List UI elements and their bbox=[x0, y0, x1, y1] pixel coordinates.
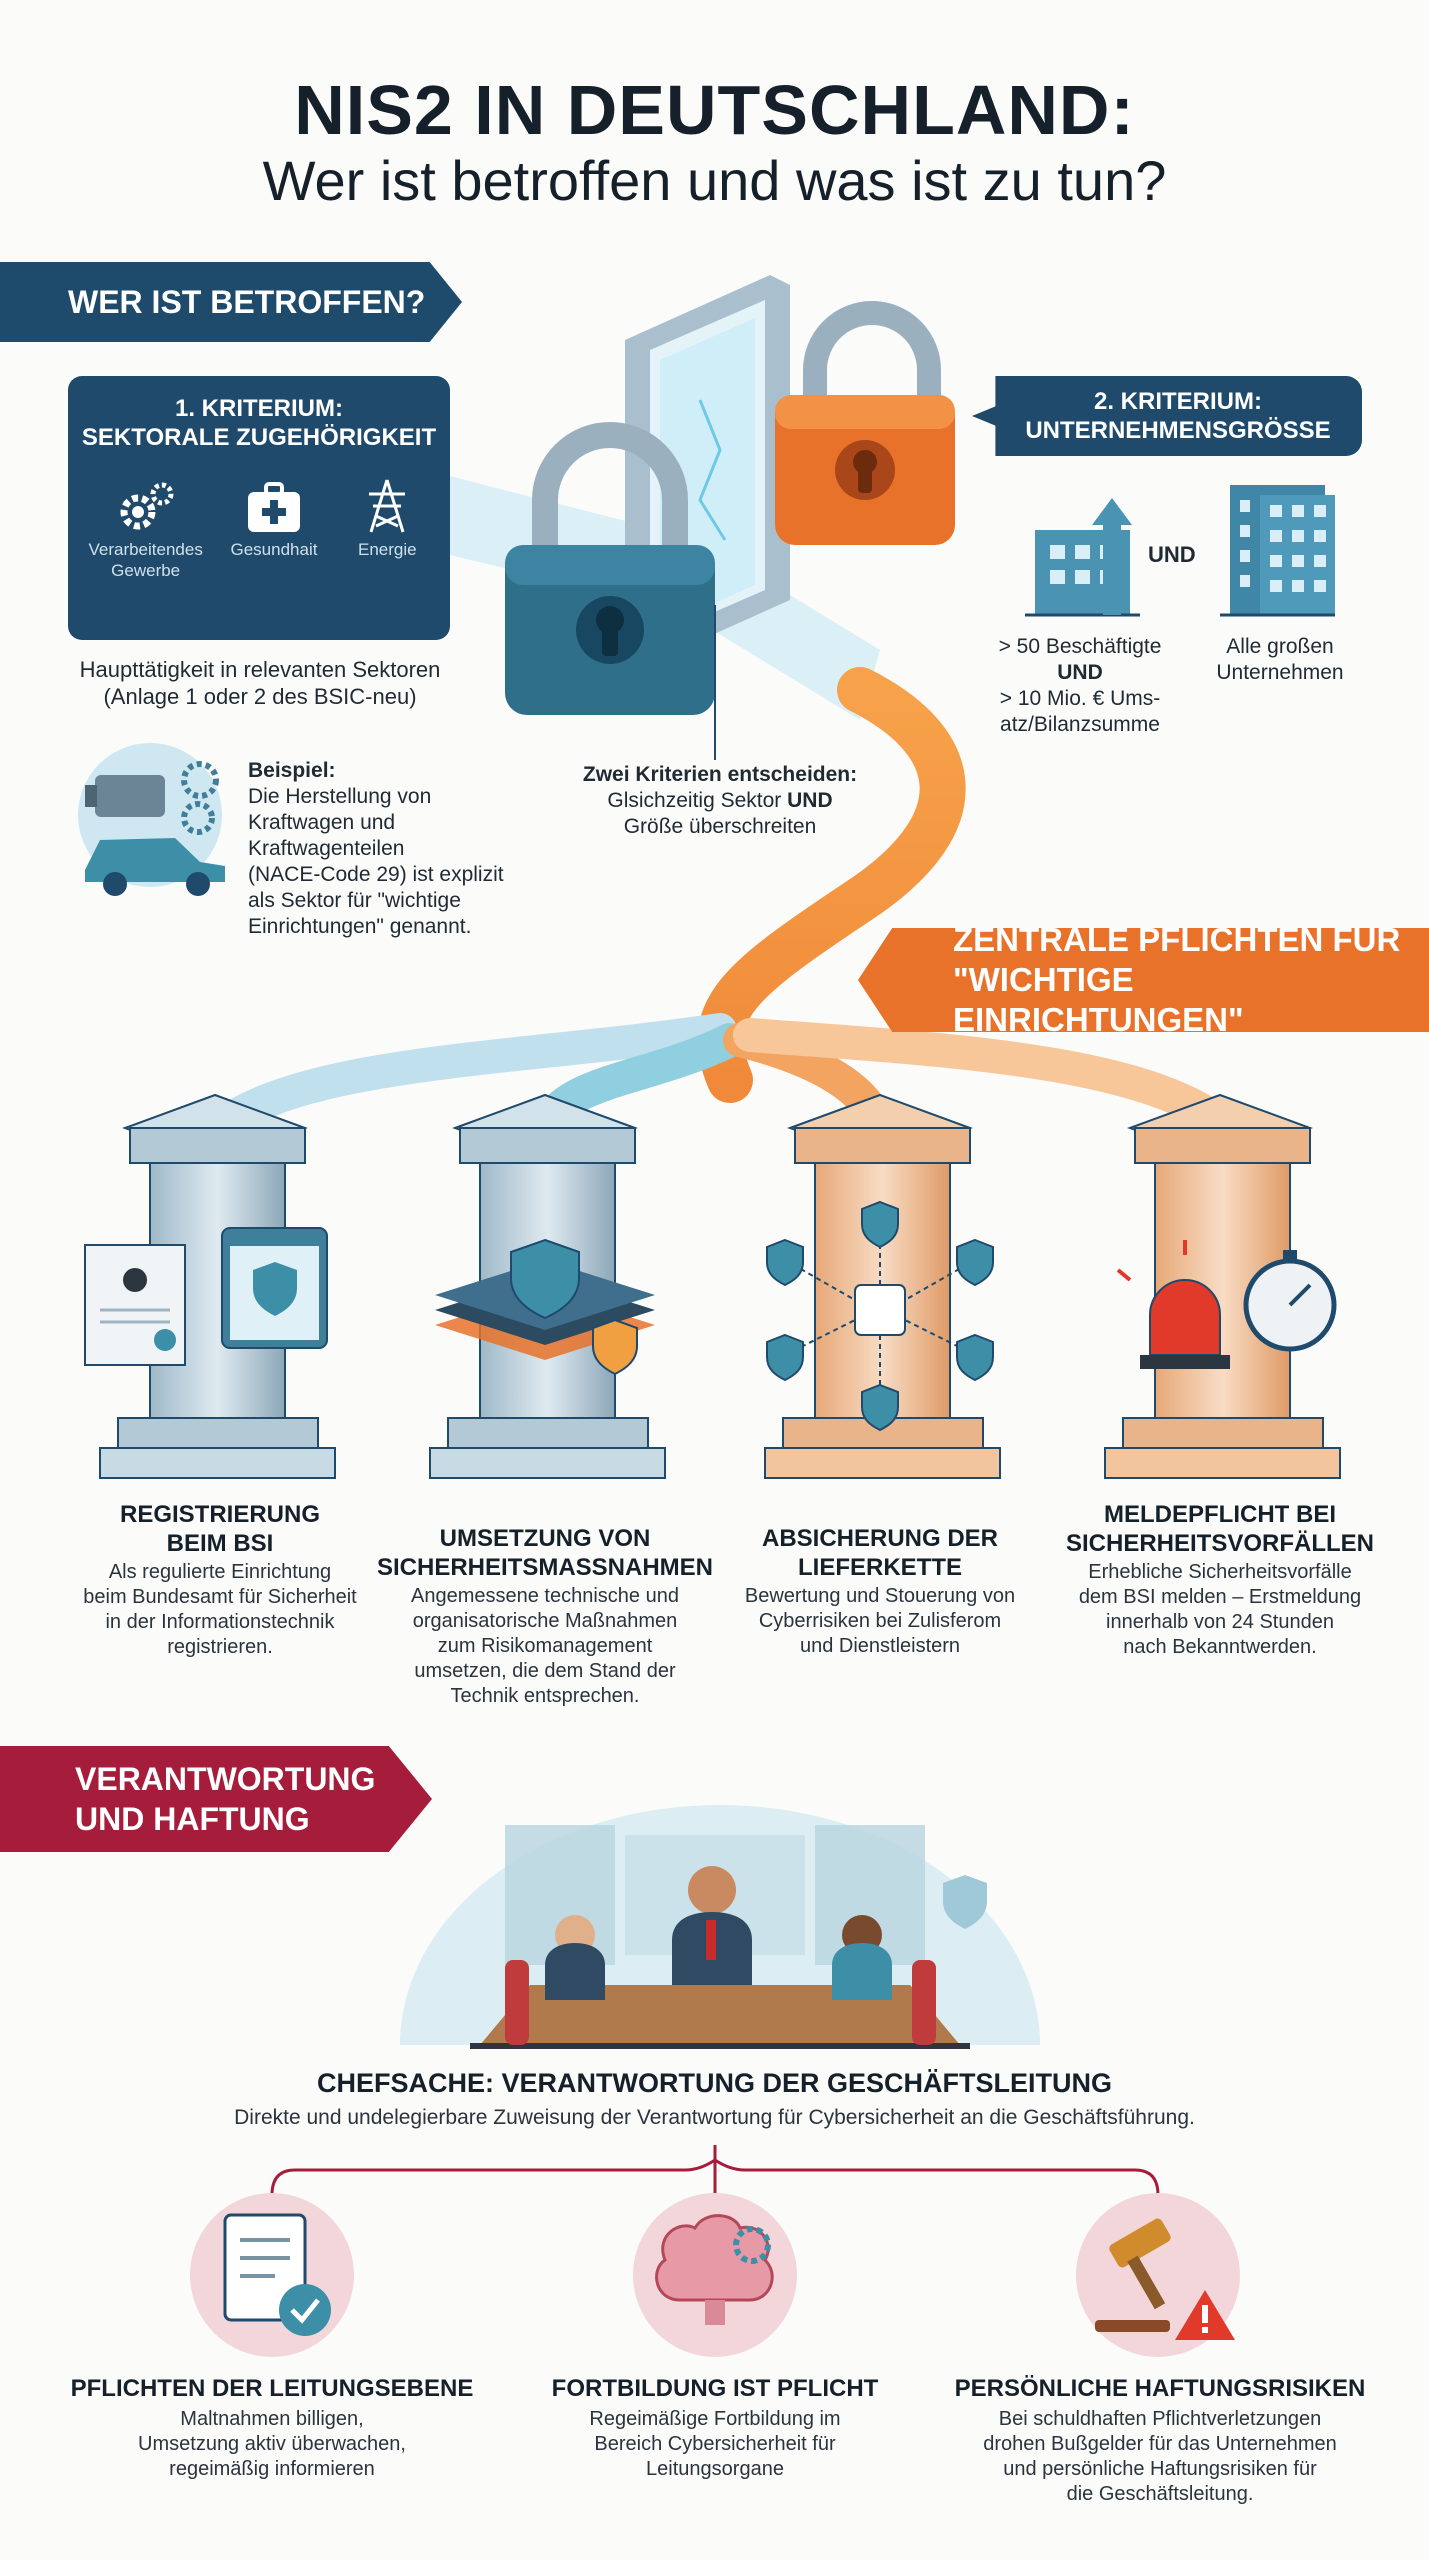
growth-arrow bbox=[1092, 498, 1132, 615]
pillar-security-measures: UMSETZUNG VON SICHERHEITSMASSNAHMEN Ange… bbox=[370, 1524, 720, 1709]
example-text: Beispiel: Die Herstellung von Kraftwagen… bbox=[248, 759, 504, 938]
branch-1 bbox=[198, 1013, 737, 1147]
pillar-desc: Erhebliche Sicherheitsvorfälle dem BSI m… bbox=[1078, 1561, 1362, 1658]
criterion-2-box: 2. KRITERIUM: UNTERNEHMENSGRÖSSE bbox=[972, 376, 1362, 456]
small-building bbox=[1025, 530, 1140, 617]
pillar-desc: Angemessene technische und organisatoris… bbox=[411, 1585, 679, 1707]
pillar-desc: Bewertung und Stouerung von Cyberrisiken… bbox=[744, 1585, 1016, 1657]
size-threshold-text: > 50 Beschäftigte UND > 10 Mio. € Ums- a… bbox=[998, 635, 1162, 736]
responsibility-connector bbox=[270, 2145, 1160, 2210]
pillar-title: UMSETZUNG VON SICHERHEITSMASSNAHMEN bbox=[376, 1525, 714, 1581]
branch-4 bbox=[733, 1018, 1247, 1147]
orange-padlock bbox=[775, 301, 955, 545]
power-tower-icon bbox=[369, 479, 406, 533]
pillar-title: REGISTRIERUNG BEIM BSI bbox=[119, 1501, 320, 1557]
criterion-2-title: 2. KRITERIUM: UNTERNEHMENSGRÖSSE bbox=[1025, 388, 1331, 444]
banner-zentrale-pflichten: ZENTRALE PFLICHTEN FÜR "WICHTIGE EINRICH… bbox=[858, 928, 1429, 1032]
sector-energy: Energie bbox=[337, 478, 437, 581]
gears-icon bbox=[120, 482, 174, 530]
pillar-4 bbox=[1104, 1093, 1341, 1479]
banner-verantwortung: VERANTWORTUNG UND HAFTUNG bbox=[0, 1746, 432, 1852]
meeting-illustration bbox=[400, 1805, 1040, 2049]
two-criteria-caption: Zwei Kriterien entscheiden: Glsichzeitig… bbox=[582, 763, 858, 838]
blue-padlock bbox=[505, 422, 715, 715]
pillar-desc: Als regulierte Einrichtung beim Bundesam… bbox=[83, 1561, 357, 1658]
medical-kit-icon bbox=[247, 482, 300, 532]
brain-gear-icon bbox=[633, 2193, 797, 2357]
sector-manufacturing: Verarbeitendes Gewerbe bbox=[81, 478, 211, 581]
pillar-2 bbox=[429, 1093, 666, 1479]
chefsache-desc: Direkte und undelegierbare Zuweisung der… bbox=[234, 2106, 1195, 2129]
chefsache-title: CHEFSACHE: VERANTWORTUNG DER GESCHÄFTSLE… bbox=[317, 2068, 1112, 2098]
criterion-1-note: Haupttätigkeit in relevanten Sektoren (A… bbox=[79, 657, 441, 709]
item-training: FORTBILDUNG IST PFLICHT Regeimäßige Fort… bbox=[551, 2375, 879, 2480]
pillar-registration: REGISTRIERUNG BEIM BSI Als regulierte Ei… bbox=[60, 1500, 380, 1660]
pillar-supply-chain: ABSICHERUNG DER LIEFERKETTE Bewertung un… bbox=[720, 1524, 1040, 1659]
large-building bbox=[1220, 485, 1335, 617]
sector-health: Gesundhait bbox=[224, 478, 324, 581]
pillar-1 bbox=[84, 1093, 336, 1479]
banner-wer-ist-betroffen: WER IST BETROFFEN? bbox=[0, 262, 462, 342]
criterion-1-box: 1. KRITERIUM: SEKTORALE ZUGEHÖRIGKEIT Ve… bbox=[68, 376, 450, 640]
car-engine-illustration bbox=[78, 743, 225, 896]
pillar-reporting: MELDEPFLICHT BEI SICHERHEITSVORFÄLLEN Er… bbox=[1055, 1500, 1385, 1660]
pillar-title: ABSICHERUNG DER LIEFERKETTE bbox=[761, 1525, 998, 1581]
pillar-title: MELDEPFLICHT BEI SICHERHEITSVORFÄLLEN bbox=[1065, 1501, 1374, 1557]
page-subtitle: Wer ist betroffen und was ist zu tun? bbox=[262, 149, 1167, 212]
large-companies-text: Alle großen Unternehmen bbox=[1216, 635, 1344, 684]
checklist-document-icon bbox=[190, 2193, 354, 2357]
item-leadership-duties: PFLICHTEN DER LEITUNGSEBENE Maltnahmen b… bbox=[70, 2375, 474, 2480]
item-liability: PERSÖNLICHE HAFTUNGSRISIKEN Bei schuldha… bbox=[954, 2375, 1366, 2505]
gavel-warning-icon bbox=[1076, 2193, 1240, 2357]
criterion-1-title: 1. KRITERIUM: SEKTORALE ZUGEHÖRIGKEIT bbox=[81, 395, 437, 451]
pillar-3 bbox=[764, 1093, 1001, 1479]
and-label: UND bbox=[1148, 542, 1196, 567]
page-title: NIS2 IN DEUTSCHLAND: bbox=[294, 71, 1135, 149]
